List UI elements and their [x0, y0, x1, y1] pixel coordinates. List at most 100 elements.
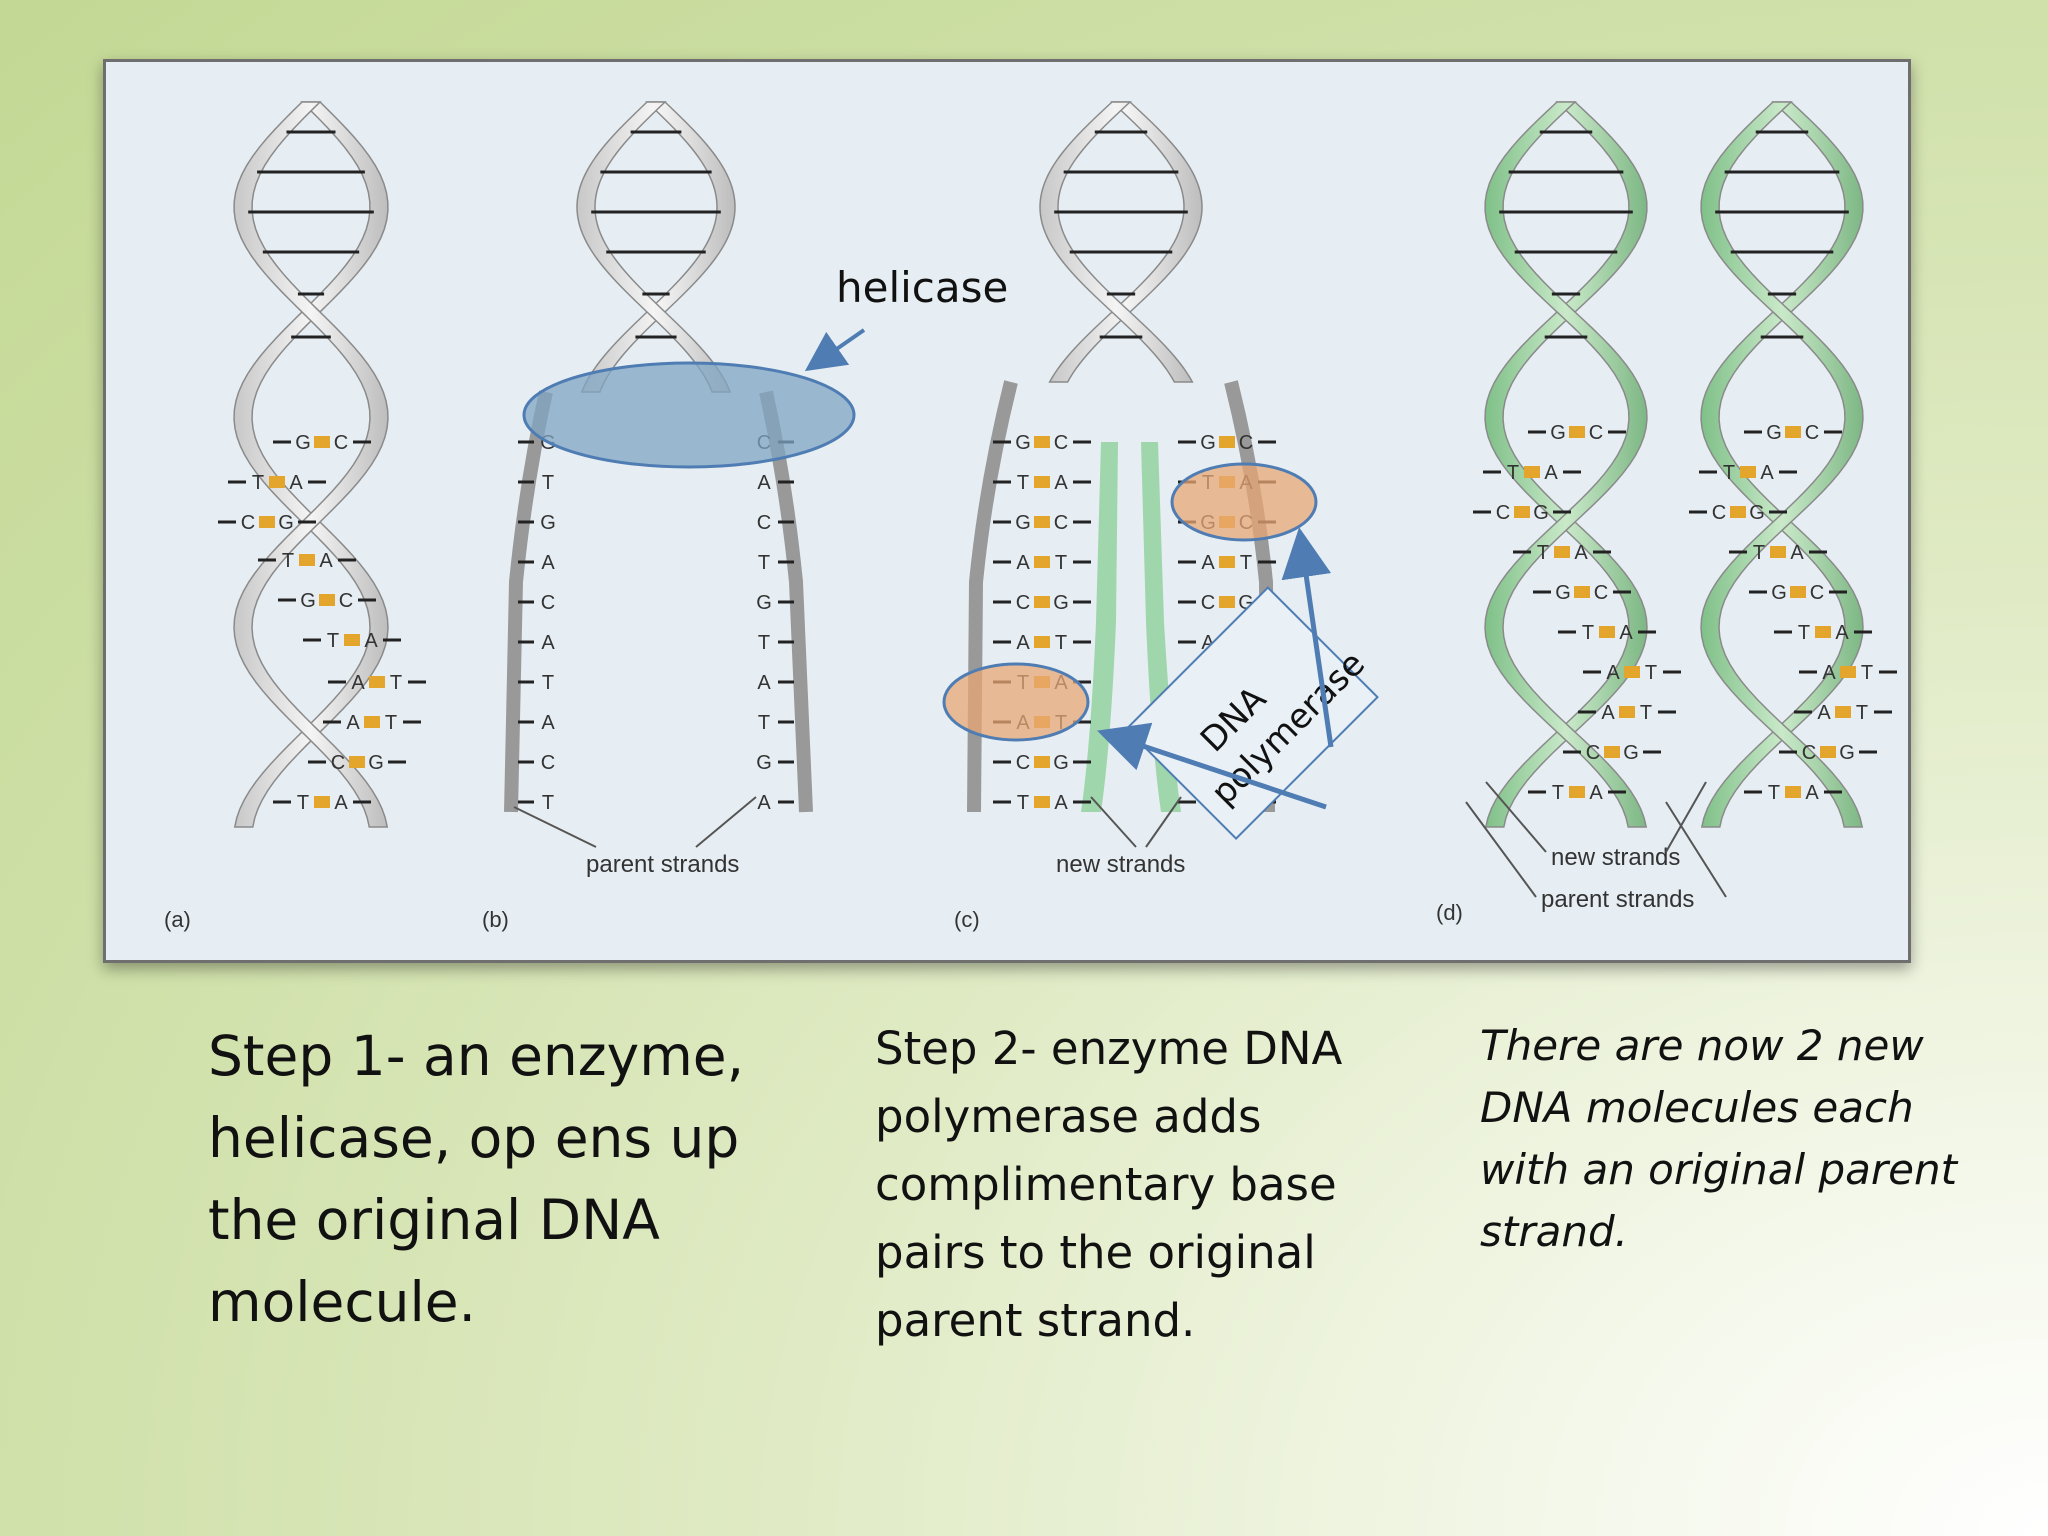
base-pair-bond — [1554, 546, 1570, 558]
base-letter: G — [1839, 742, 1855, 764]
base-letter: A — [334, 792, 348, 814]
base-pair-bond — [364, 716, 380, 728]
helix-strand — [1048, 101, 1203, 383]
base-pair-bond — [299, 554, 315, 566]
base-letter: G — [1623, 742, 1639, 764]
base-letter: T — [1055, 632, 1067, 654]
base-letter-b-right: A — [757, 792, 771, 814]
base-letter: T — [252, 472, 264, 494]
step1-caption: Step 1- an enzyme, helicase, op ens up t… — [208, 1024, 745, 1334]
base-pair-bond — [1034, 436, 1050, 448]
base-letter: G — [1533, 502, 1549, 524]
base-letter: A — [1601, 702, 1615, 724]
base-letter-b-right: A — [757, 472, 771, 494]
base-pair-bond — [1034, 476, 1050, 488]
helicase-arrow — [804, 328, 866, 372]
base-pair-bond — [349, 756, 365, 768]
base-letter: T — [1798, 622, 1810, 644]
base-pair-bond — [1034, 596, 1050, 608]
base-pair-bond — [1219, 556, 1235, 568]
dna-replication-figure: GCTACGTAGCTAATATCGTAGTGACATACTCACTGTATGA… — [103, 59, 1911, 963]
base-letter: G — [1555, 582, 1571, 604]
base-letter: C — [1712, 502, 1726, 524]
base-letter: T — [1856, 702, 1868, 724]
base-letter: T — [1017, 472, 1029, 494]
base-letter: A — [1817, 702, 1831, 724]
base-letter: G — [1749, 502, 1765, 524]
base-letter: A — [1574, 542, 1588, 564]
new-strand-c-left — [1081, 442, 1118, 812]
helix-strand — [1039, 101, 1194, 383]
base-pair-bond — [1624, 666, 1640, 678]
base-letter: G — [300, 590, 316, 612]
base-pair-bond — [1820, 746, 1836, 758]
base-letter: A — [1589, 782, 1603, 804]
panel-label-a: (a) — [164, 907, 191, 932]
base-pair-bond — [1840, 666, 1856, 678]
new-strand-c-right — [1141, 442, 1181, 812]
base-letter: C — [1239, 432, 1253, 454]
base-letter: A — [364, 630, 378, 652]
base-letter: A — [319, 550, 333, 572]
base-pair-bond — [1514, 506, 1530, 518]
helix-strand — [1700, 101, 1864, 828]
rungs-panel-c — [1054, 130, 1188, 339]
base-letter: T — [1861, 662, 1873, 684]
base-letter: A — [346, 712, 360, 734]
base-pair-bond — [1034, 796, 1050, 808]
base-letter: T — [390, 672, 402, 694]
base-pair-bond — [1740, 466, 1756, 478]
base-letter: T — [1552, 782, 1564, 804]
base-letter: A — [1822, 662, 1836, 684]
base-letter: T — [1640, 702, 1652, 724]
base-letter-b-right: G — [756, 592, 772, 614]
base-pair-bond — [1619, 706, 1635, 718]
rungs-panel-d-right — [1715, 130, 1849, 339]
base-letter: A — [1016, 552, 1030, 574]
base-letter: G — [1771, 582, 1787, 604]
base-pair-bond — [314, 436, 330, 448]
base-letter-b-left: T — [542, 472, 554, 494]
helicase-label: helicase — [836, 263, 1008, 312]
base-letter: A — [1054, 472, 1068, 494]
base-letter: G — [295, 432, 311, 454]
base-letter: T — [1753, 542, 1765, 564]
base-letter: G — [1015, 512, 1031, 534]
base-letter: A — [1544, 462, 1558, 484]
base-letter-b-right: T — [758, 632, 770, 654]
base-letter: T — [1240, 552, 1252, 574]
base-letter-b-right: T — [758, 552, 770, 574]
base-pair-bond — [314, 796, 330, 808]
step3-caption: There are now 2 new DNA molecules each w… — [1480, 1021, 1958, 1256]
base-pair-bond — [1034, 516, 1050, 528]
parent-strand-c-left — [967, 380, 1018, 813]
base-letter: A — [289, 472, 303, 494]
helix-panel-b — [576, 101, 736, 393]
base-letter: G — [1053, 752, 1069, 774]
polymerase-highlight-left — [942, 662, 1090, 742]
base-letter: C — [1586, 742, 1600, 764]
base-pair-bond — [1034, 556, 1050, 568]
overlay-layer — [522, 361, 1318, 742]
base-letter-b-left: C — [541, 592, 555, 614]
panel-label-c: (c) — [954, 907, 980, 932]
base-letter: T — [1768, 782, 1780, 804]
